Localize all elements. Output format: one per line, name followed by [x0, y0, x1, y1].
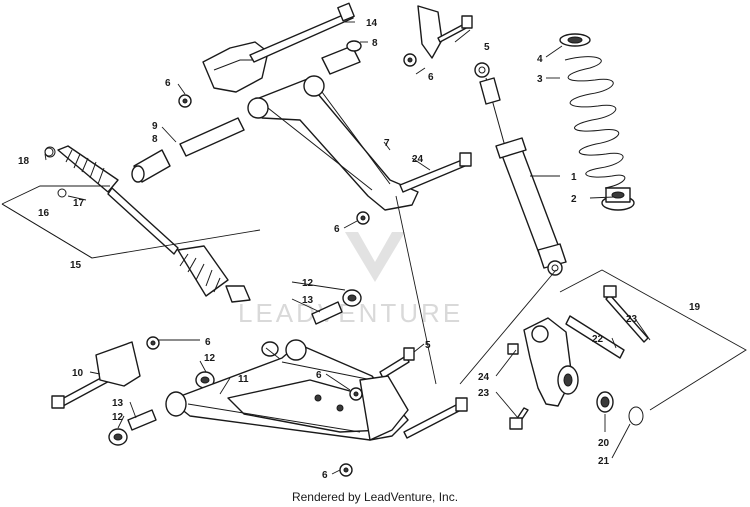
callout-6-bottom: 6 [322, 470, 328, 481]
bushing-12-mid[interactable] [342, 289, 362, 307]
bolt-24-upper[interactable] [399, 152, 472, 193]
callout-4: 4 [537, 54, 543, 65]
callout-22: 22 [592, 334, 604, 345]
callout-15: 15 [70, 260, 82, 271]
bushing-12-small[interactable] [261, 341, 279, 357]
callout-14: 14 [366, 18, 378, 29]
callout-19: 19 [689, 302, 701, 313]
callout-24-lower: 24 [478, 372, 490, 383]
callout-24-upper: 24 [412, 154, 424, 165]
callout-6-top-left: 6 [165, 78, 171, 89]
circlip-18[interactable] [44, 146, 56, 158]
spring-retainer-top[interactable] [559, 33, 591, 47]
frame-bracket-lower[interactable] [95, 341, 141, 387]
callout-6-top-right: 6 [428, 72, 434, 83]
nut-6-lower-arm[interactable] [349, 387, 363, 401]
knuckle[interactable] [523, 317, 579, 407]
callout-8-left: 8 [152, 134, 158, 145]
callout-16: 16 [38, 208, 50, 219]
callout-12-mid: 12 [302, 278, 314, 289]
callout-8-top: 8 [372, 38, 378, 49]
spring-retainer-bottom[interactable] [601, 187, 635, 211]
sleeve-13-left[interactable] [127, 409, 157, 431]
drive-axle[interactable] [44, 145, 251, 303]
upper-a-arm[interactable] [247, 75, 419, 211]
callout-23-right: 23 [626, 314, 638, 325]
callout-7: 7 [384, 138, 390, 149]
callout-21: 21 [598, 456, 610, 467]
bolt-23-top[interactable] [603, 285, 649, 343]
shock-mount-bracket[interactable] [417, 5, 443, 59]
bushing-12-bottom[interactable] [108, 428, 128, 446]
leadventure-watermark: LEADVENTURE [238, 232, 460, 328]
callout-13-mid: 13 [302, 295, 314, 306]
callout-18: 18 [18, 156, 30, 167]
callout-12-bottom: 12 [112, 412, 124, 423]
callout-11: 11 [238, 374, 249, 385]
bolt-small-knuckle[interactable] [507, 343, 519, 355]
callout-3: 3 [537, 74, 543, 85]
frame-bracket-upper[interactable] [202, 41, 269, 93]
callout-6-lower-left: 6 [205, 337, 211, 348]
bolt-5-top[interactable] [437, 15, 473, 43]
bolt-5-lower[interactable] [379, 347, 415, 379]
nut-6-top-right[interactable] [403, 53, 417, 67]
callout-12-left: 12 [204, 353, 216, 364]
sleeve-9[interactable] [179, 117, 245, 157]
bushing-8-top[interactable] [321, 40, 362, 75]
sleeve-13-mid[interactable] [311, 301, 343, 325]
footer-credit: Rendered by LeadVenture, Inc. [291, 490, 459, 504]
callout-9: 9 [152, 121, 158, 132]
coil-spring[interactable] [564, 56, 626, 189]
callout-10: 10 [72, 368, 84, 379]
bolt-23-bottom[interactable] [509, 407, 529, 430]
callout-numbers: 1 2 3 4 5 5 6 6 6 6 6 6 7 8 8 9 10 11 12… [18, 18, 701, 481]
pin-22[interactable] [565, 315, 625, 359]
group-bracket-19 [559, 269, 747, 411]
callout-1: 1 [571, 172, 577, 183]
bolt-24-lower[interactable] [403, 397, 468, 439]
circlip-17[interactable] [57, 188, 67, 198]
callout-20: 20 [598, 438, 610, 449]
callout-23-left: 23 [478, 388, 490, 399]
leader-lines [44, 21, 651, 475]
callout-6-upper-arm: 6 [334, 224, 340, 235]
nut-6-upper-arm[interactable] [356, 211, 370, 225]
lower-a-arm[interactable] [165, 339, 409, 441]
callout-5-top: 5 [484, 42, 490, 53]
callout-17: 17 [73, 198, 85, 209]
long-bolt-14[interactable] [249, 2, 355, 63]
nut-6-lower-left[interactable] [146, 336, 160, 350]
group-bracket-15-16 [1, 185, 261, 259]
nut-6-bottom[interactable] [339, 463, 353, 477]
callout-6-lower-arm: 6 [316, 370, 322, 381]
snap-ring-21[interactable] [628, 406, 644, 426]
callout-2: 2 [571, 194, 577, 205]
nut-6-top-left[interactable] [178, 94, 192, 108]
bushing-8-left[interactable] [131, 149, 171, 183]
bearing-20[interactable] [596, 391, 614, 413]
callout-5-lower: 5 [425, 340, 431, 351]
callout-13-left: 13 [112, 398, 124, 409]
shock-absorber[interactable] [474, 62, 567, 276]
